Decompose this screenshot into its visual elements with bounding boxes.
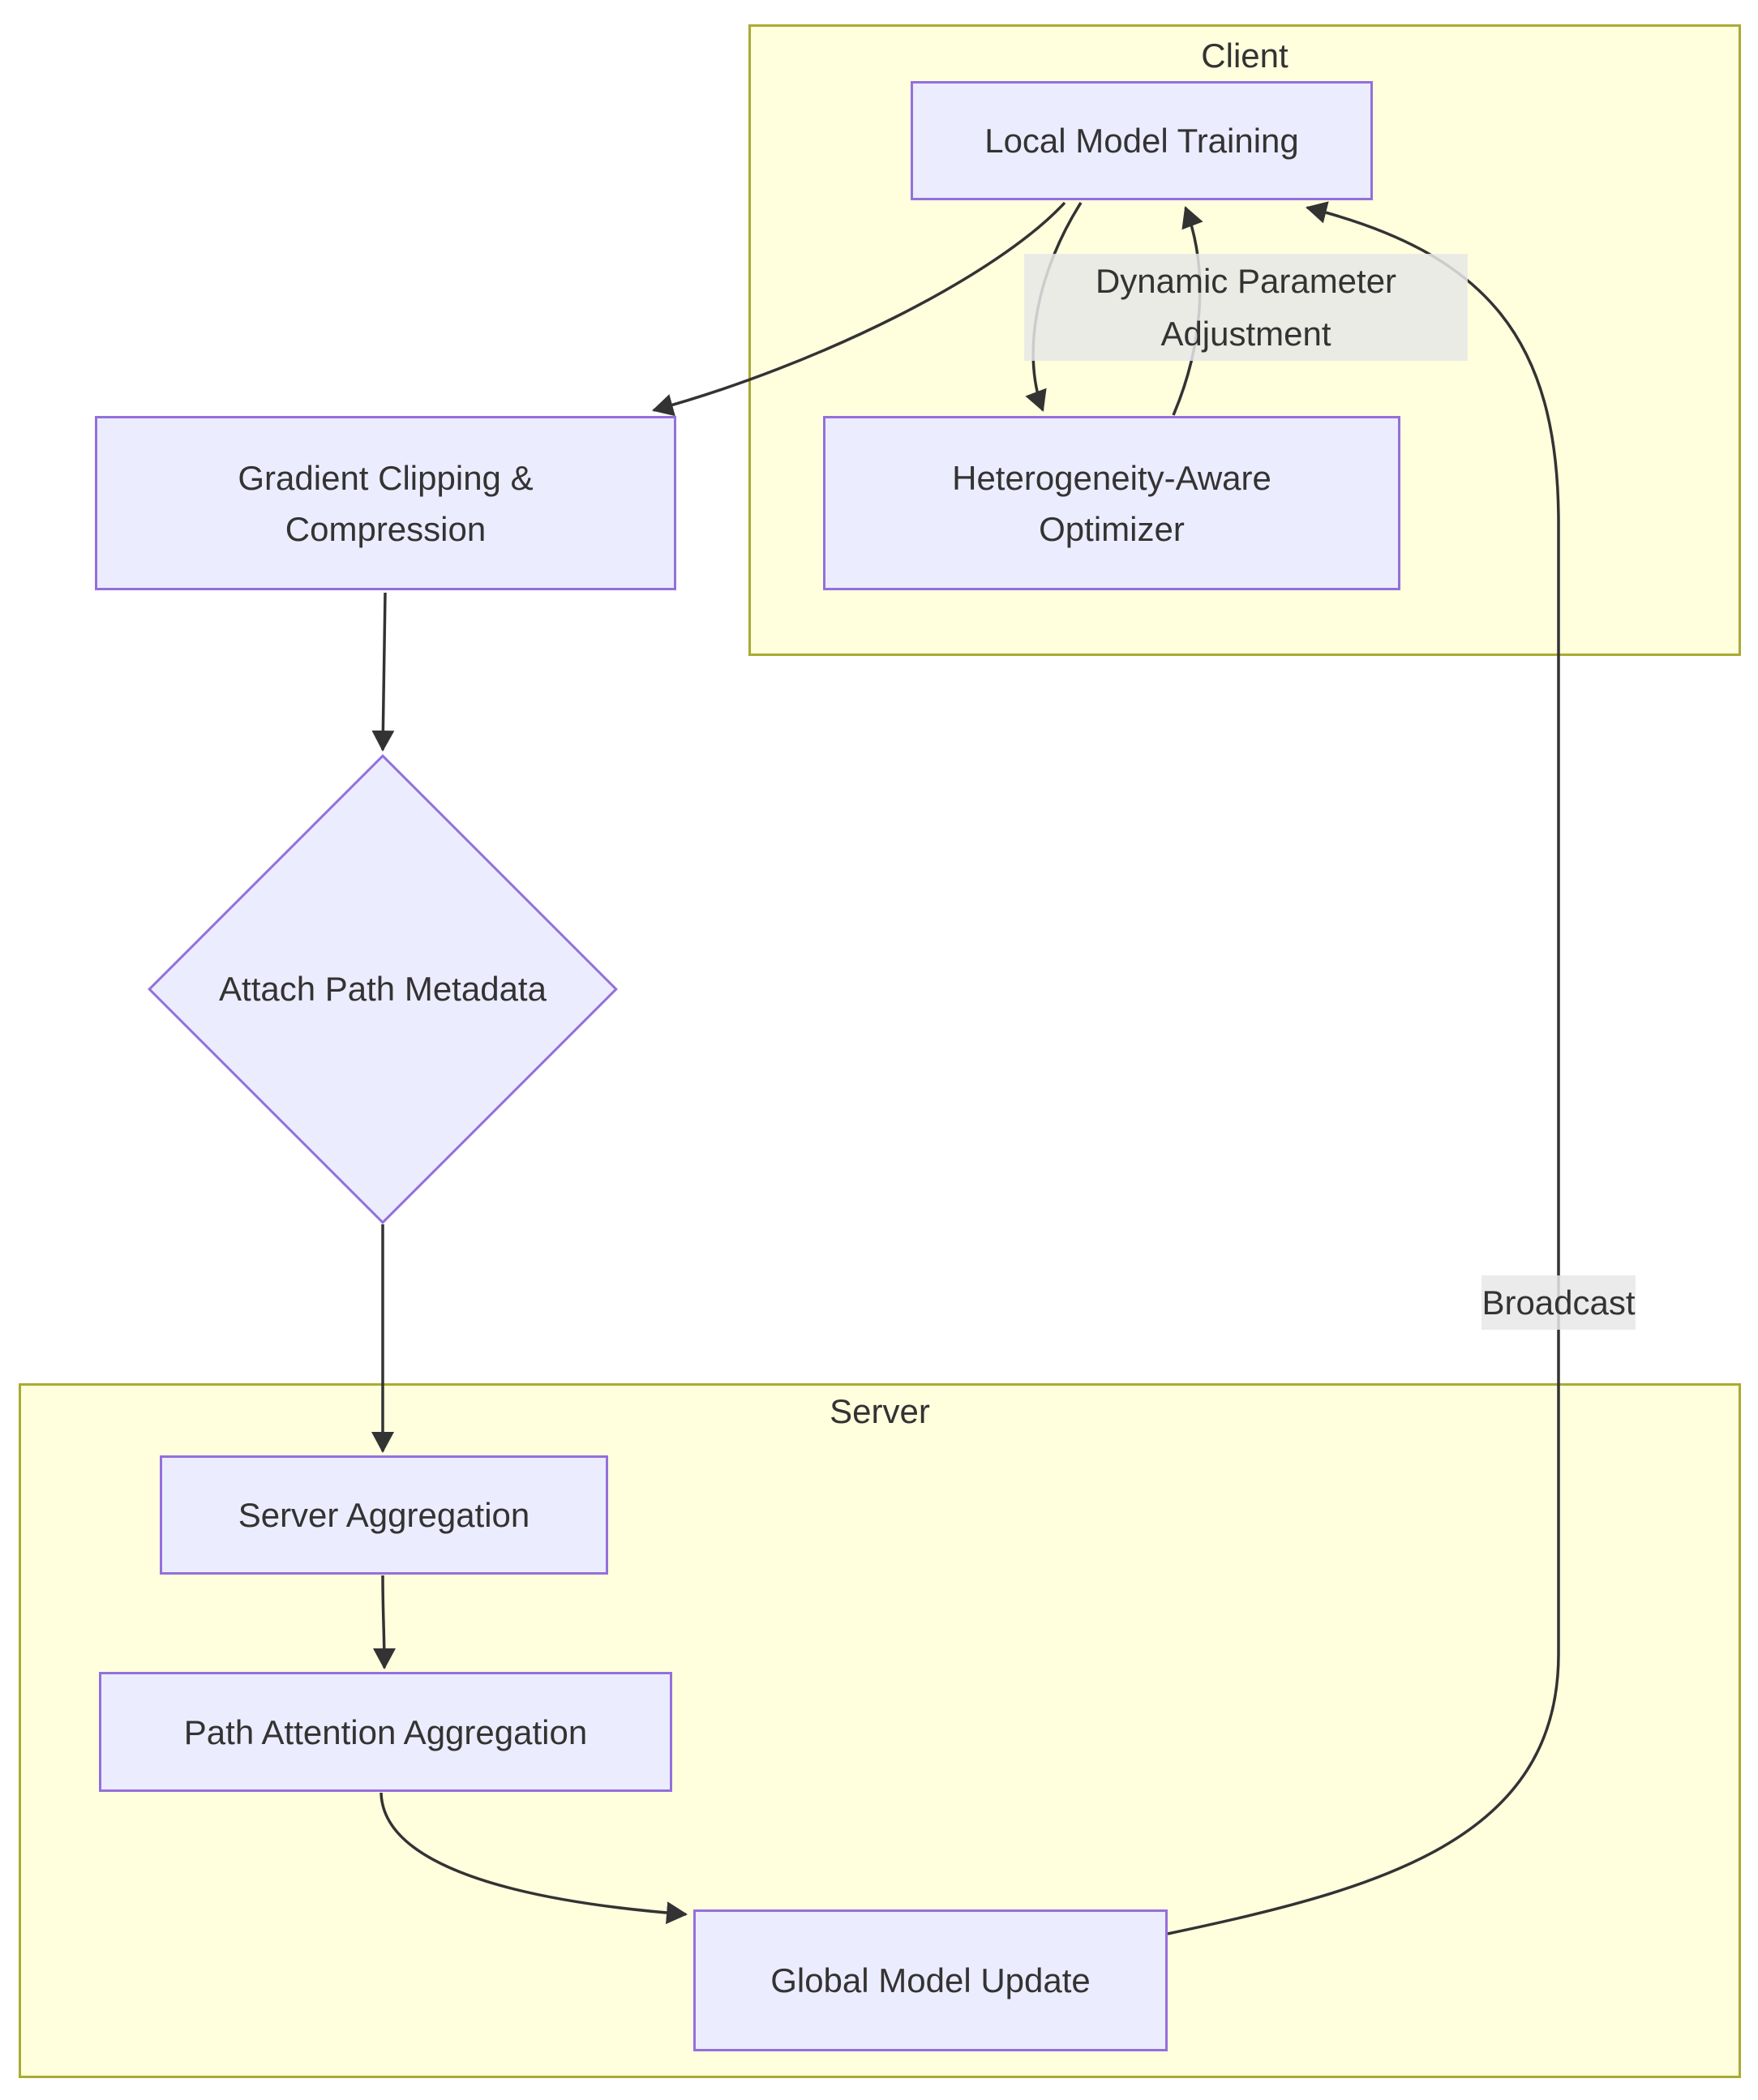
node-local-model-training[interactable]: Local Model Training — [911, 81, 1373, 200]
cluster-server-title: Server — [830, 1392, 930, 1430]
edge-gradient-clipping-to-attach-path — [371, 592, 395, 752]
edge-label-text: Dynamic Parameter Adjustment — [1095, 261, 1397, 353]
node-label: Gradient Clipping & Compression — [238, 458, 534, 548]
edge-label-dynamic-parameter-adjustment: Dynamic Parameter Adjustment — [1024, 254, 1468, 361]
node-label: Path Attention Aggregation — [183, 1712, 588, 1751]
node-heterogeneity-aware-optimizer[interactable]: Heterogeneity-Aware Optimizer — [823, 416, 1400, 590]
node-label: Server Aggregation — [238, 1496, 530, 1534]
edge-label-text: Broadcast — [1481, 1283, 1636, 1322]
node-gradient-clipping-compression[interactable]: Gradient Clipping & Compression — [95, 416, 676, 590]
node-global-model-update[interactable]: Global Model Update — [693, 1909, 1168, 2051]
node-server-aggregation[interactable]: Server Aggregation — [160, 1455, 608, 1575]
cluster-client-title: Client — [1201, 36, 1288, 75]
node-label: Attach Path Metadata — [219, 970, 547, 1008]
node-label: Heterogeneity-Aware Optimizer — [952, 458, 1271, 548]
node-path-attention-aggregation[interactable]: Path Attention Aggregation — [99, 1672, 672, 1792]
edge-label-broadcast: Broadcast — [1481, 1275, 1636, 1330]
node-label: Global Model Update — [770, 1961, 1091, 1999]
node-label: Local Model Training — [984, 122, 1299, 160]
